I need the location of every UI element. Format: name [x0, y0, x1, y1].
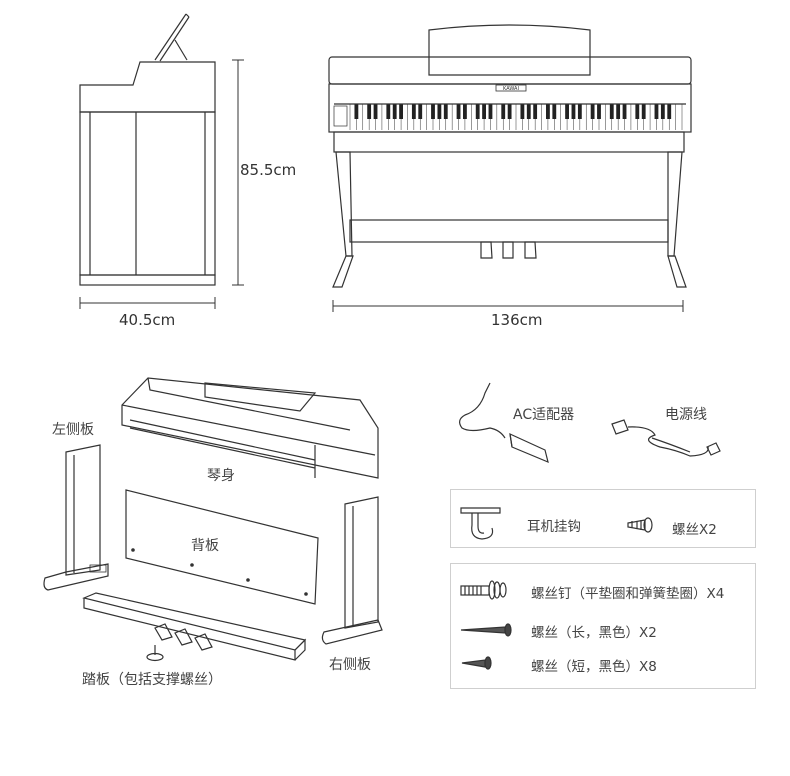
piano-body-part [121, 377, 379, 479]
pedal-board-label: 踏板（包括支撑螺丝） [82, 672, 222, 688]
bolt-washers-label: 螺丝钉（平垫圈和弹簧垫圈）X4 [531, 586, 725, 602]
brand-plate-label: KAWAI [503, 86, 519, 92]
width-dimension-label: 136cm [491, 311, 543, 329]
right-panel-label: 右侧板 [329, 657, 371, 673]
short-screw-label: 螺丝（短，黑色）X8 [531, 659, 657, 675]
pedal-board-part [82, 592, 307, 662]
ac-adapter-part [459, 382, 549, 464]
headphone-hook-icon [460, 507, 501, 540]
piano-side-view [79, 13, 244, 309]
long-screw-label: 螺丝（长，黑色）X2 [531, 625, 657, 641]
ac-adapter-label: AC适配器 [513, 407, 575, 423]
left-side-panel-part [43, 444, 109, 591]
accessory-box-hook [450, 489, 756, 548]
bolt-with-washers-icon [460, 580, 507, 600]
power-cord-part [611, 419, 721, 457]
power-cord-label: 电源线 [665, 407, 707, 423]
short-black-screw-icon [461, 656, 492, 670]
body-label: 琴身 [207, 468, 235, 484]
back-panel-part [125, 489, 319, 605]
back-panel-label: 背板 [191, 538, 219, 554]
long-black-screw-icon [460, 623, 512, 637]
small-screw-icon [627, 517, 653, 533]
height-dimension-label: 85.5cm [240, 161, 297, 179]
screw-x2-label: 螺丝X2 [672, 522, 717, 538]
headphone-hook-label: 耳机挂钩 [527, 519, 581, 535]
depth-dimension-label: 40.5cm [119, 311, 176, 329]
piano-front-view: KAWAI [328, 24, 692, 312]
left-panel-label: 左侧板 [52, 422, 94, 438]
piano-keyboard [333, 103, 686, 130]
right-side-panel-part [321, 496, 383, 645]
accessory-box-screws [450, 563, 756, 689]
